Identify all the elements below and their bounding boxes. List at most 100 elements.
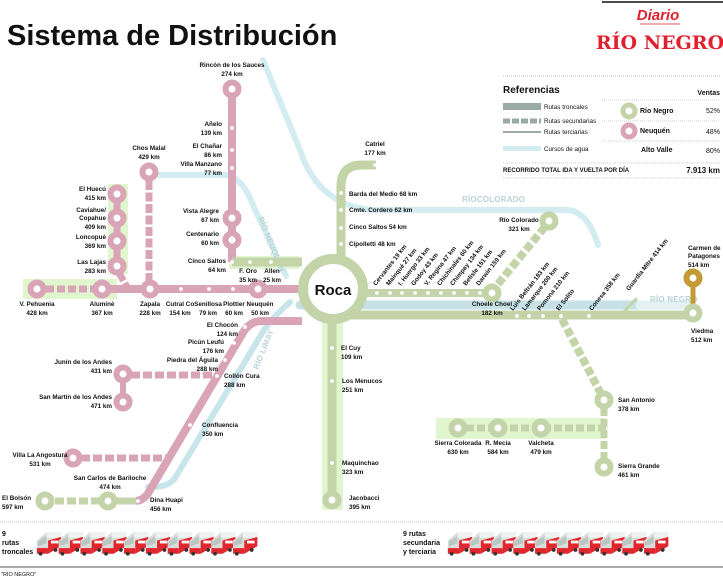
station-marker-bolson[interactable] xyxy=(35,491,55,511)
station-dot-piedra[interactable] xyxy=(223,358,227,362)
station-marker-bariloche[interactable] xyxy=(98,491,118,511)
legend-swatch-trunk xyxy=(503,103,541,110)
station-marker-laslajas[interactable] xyxy=(107,256,127,276)
station-name-catriel: Catriel xyxy=(365,141,385,148)
station-dot-barda[interactable] xyxy=(339,191,343,195)
station-marker-chosmalal[interactable] xyxy=(139,162,159,182)
van-icon xyxy=(447,532,473,556)
station-marker-riocolorado[interactable] xyxy=(539,211,559,231)
station-marker-viedma[interactable] xyxy=(683,303,703,323)
river-label-colorado: RÍOCOLORADO xyxy=(462,195,525,204)
station-km: 62 km xyxy=(394,207,412,214)
station-name-elcuy: El Cuy xyxy=(341,345,361,352)
station-dot-plottier[interactable] xyxy=(231,287,235,291)
station-dot-menucos[interactable] xyxy=(330,379,334,383)
station-km-chanar: 86 km xyxy=(204,152,222,159)
station-km-cincosaltosw: 64 km xyxy=(208,267,226,274)
station-name-choele: Choele Choel xyxy=(472,301,512,308)
station-name-mencia: R. Mecía xyxy=(485,440,511,447)
station-dot-belisle[interactable] xyxy=(465,291,469,295)
station-label-cipolletti: Cipolletti 48 km xyxy=(349,241,396,248)
station-name: Cinco Saltos xyxy=(349,224,388,231)
station-dot-lamarque[interactable] xyxy=(527,314,531,318)
van-icon xyxy=(600,532,625,556)
river-neuquen xyxy=(152,172,289,279)
station-dot-elcuy[interactable] xyxy=(330,346,334,350)
station-marker-neuquen[interactable] xyxy=(248,279,268,299)
station-marker-caviahue[interactable] xyxy=(107,208,127,228)
station-dot-godoy[interactable] xyxy=(413,291,417,295)
station-marker-sanmartin[interactable] xyxy=(113,392,133,412)
station-marker-loncopue[interactable] xyxy=(107,231,127,251)
station-marker-centenario[interactable] xyxy=(222,230,242,250)
van-icon xyxy=(145,532,171,556)
station-dot-foro[interactable] xyxy=(248,260,252,264)
hub-roca[interactable] xyxy=(298,254,368,324)
station-name-dinahuapi: Dina Huapi xyxy=(150,497,183,504)
station-dot-pomona[interactable] xyxy=(541,314,545,318)
station-km-bolson: 597 km xyxy=(2,504,24,511)
station-dot-anelo[interactable] xyxy=(230,126,234,130)
station-dot-allen[interactable] xyxy=(269,260,273,264)
station-marker-sierragrande[interactable] xyxy=(594,457,614,477)
station-marker-valcheta[interactable] xyxy=(531,418,551,438)
station-dot-cincosaltosw[interactable] xyxy=(230,260,234,264)
station-dot-chichinales[interactable] xyxy=(439,291,443,295)
station-marker-sanantonio[interactable] xyxy=(594,390,614,410)
van-icon xyxy=(80,532,105,556)
station-marker-zapala[interactable] xyxy=(140,279,160,299)
station-marker-mencia[interactable] xyxy=(488,418,508,438)
station-km-cutralco: 154 km xyxy=(169,310,191,317)
station-name-anelo: Añelo xyxy=(205,121,223,128)
station-marker-pehuenia[interactable] xyxy=(27,279,47,299)
station-marker-rincon[interactable] xyxy=(222,79,242,99)
station-name-foro: F. Oro xyxy=(239,268,257,275)
station-dot-cipolletti[interactable] xyxy=(339,242,343,246)
station-dot-collon[interactable] xyxy=(215,374,219,378)
station-dot-mitre[interactable] xyxy=(636,295,640,299)
station-km-dinahuapi: 456 km xyxy=(150,506,172,513)
station-dot-darwin[interactable] xyxy=(478,291,482,295)
station-dot-confluencia[interactable] xyxy=(188,423,192,427)
van-icon xyxy=(124,532,149,556)
station-dot-maquinchao[interactable] xyxy=(330,461,334,465)
station-dot-cervantes[interactable] xyxy=(375,291,379,295)
station-dot-solito[interactable] xyxy=(559,314,563,318)
station-label-cincosaltosn: Cinco Saltos 54 km xyxy=(349,224,407,231)
station-marker-vistaalegre[interactable] xyxy=(222,208,242,228)
station-dot-beltran[interactable] xyxy=(515,314,519,318)
station-dot-cincosaltosn[interactable] xyxy=(339,226,343,230)
station-marker-junin[interactable] xyxy=(113,364,133,384)
station-marker-sierracolorada[interactable] xyxy=(448,418,468,438)
station-dot-catriel[interactable] xyxy=(373,163,377,167)
station-dot-huergo[interactable] xyxy=(400,291,404,295)
station-marker-patagones[interactable] xyxy=(683,268,703,288)
van-icon xyxy=(644,532,669,556)
station-dot-chimpay[interactable] xyxy=(452,291,456,295)
station-marker-choele[interactable] xyxy=(482,283,502,303)
station-dot-chocon[interactable] xyxy=(243,325,247,329)
station-dot-cutralco[interactable] xyxy=(179,287,183,291)
station-name-junin: Junín de los Andes xyxy=(55,359,113,366)
station-dot-regina[interactable] xyxy=(426,291,430,295)
van-icon xyxy=(102,532,127,556)
station-marker-jacobacci[interactable] xyxy=(322,490,342,510)
station-dot-senillosa[interactable] xyxy=(207,287,211,291)
station-dot-cordero[interactable] xyxy=(339,208,343,212)
station-dot-dinahuapi[interactable] xyxy=(136,499,140,503)
station-km-rincon: 274 km xyxy=(221,71,243,78)
station-name-loncopue: Loncopué xyxy=(76,234,107,241)
station-dot-picun[interactable] xyxy=(232,341,236,345)
station-name2-patagones: Patagones xyxy=(688,253,720,260)
station-dot-manzano[interactable] xyxy=(230,166,234,170)
station-marker-angostura[interactable] xyxy=(63,448,83,468)
station-marker-huecu[interactable] xyxy=(107,184,127,204)
station-name-chosmalal: Chos Malal xyxy=(132,145,165,152)
station-name: Guardia Mitre xyxy=(625,256,656,293)
station-dot-conesa[interactable] xyxy=(587,314,591,318)
station-dot-chanar[interactable] xyxy=(230,148,234,152)
station-km-viedma: 512 km xyxy=(691,337,713,344)
logo-rio-negro: RÍO NEGRO xyxy=(596,31,723,54)
station-dot-mainque[interactable] xyxy=(388,291,392,295)
station-marker-alumine[interactable] xyxy=(92,279,112,299)
